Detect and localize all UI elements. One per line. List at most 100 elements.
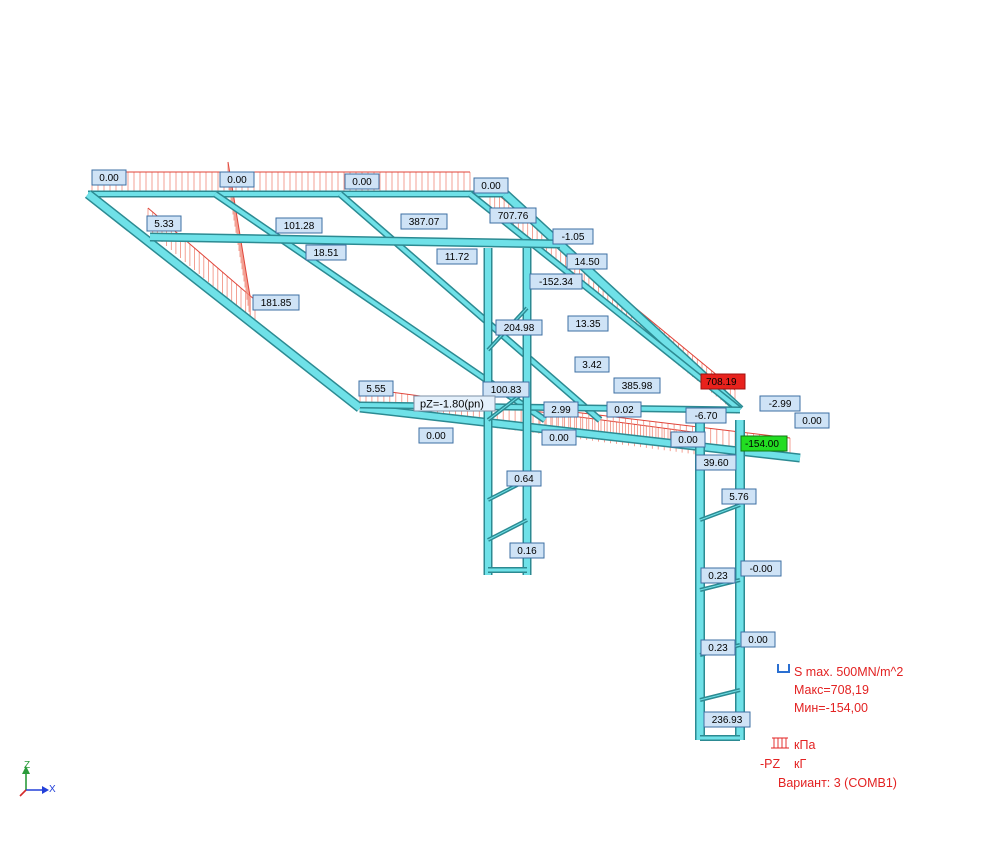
stress-value-text: 204.98	[504, 323, 535, 334]
stress-value-label: 181.85	[252, 294, 300, 311]
stress-value-label: 13.35	[567, 315, 609, 332]
frame-member-core	[149, 234, 561, 247]
legend-scale: S max. 500MN/m^2	[794, 665, 904, 679]
stress-value-label: 0.00	[418, 427, 454, 444]
legend-variant: Вариант: 3 (COMB1)	[778, 776, 897, 790]
stress-value-text: 39.60	[703, 458, 728, 469]
stress-value-label: 707.76	[489, 207, 537, 224]
stress-value-text: 385.98	[622, 381, 653, 392]
stress-value-label: 0.16	[509, 542, 545, 559]
legend-min: Мин=-154,00	[794, 701, 868, 715]
stress-value-text: 0.23	[708, 571, 728, 582]
legend-max: Макс=708,19	[794, 683, 869, 697]
stress-value-label: 14.50	[566, 253, 608, 270]
stress-value-label: 236.93	[703, 711, 751, 728]
frame-member-core	[468, 192, 742, 412]
frame-member-core	[699, 504, 741, 521]
min-stress-marker: -154.00	[740, 435, 788, 452]
legend-stress-icon	[777, 664, 790, 673]
stress-value-text: 387.07	[409, 217, 440, 228]
axis-z-label: Z	[24, 760, 30, 771]
stress-value-label: 5.33	[146, 215, 182, 232]
stress-value-label: 0.00	[91, 169, 127, 186]
stress-value-text: 0.00	[227, 175, 247, 186]
stress-value-text: 18.51	[313, 248, 338, 259]
stress-value-label: 0.00	[219, 171, 255, 188]
stress-value-label: 0.23	[700, 639, 736, 656]
stress-value-text: 5.76	[729, 492, 749, 503]
load-value-text: pZ=-1.80(pn)	[420, 399, 484, 411]
coordinate-axes-icon: Z X	[19, 760, 56, 797]
frame-member-core	[487, 519, 528, 541]
load-envelope	[539, 407, 791, 439]
axis-x-label: X	[49, 784, 56, 795]
frame-member-core	[85, 191, 363, 411]
stress-value-label: -6.70	[685, 407, 727, 424]
stress-value-label: -1.05	[552, 228, 594, 245]
stress-value-text: 14.50	[574, 257, 599, 268]
stress-value-label: 0.00	[541, 429, 577, 446]
stress-value-label: -152.34	[529, 273, 583, 290]
stress-value-text: -152.34	[539, 277, 573, 288]
stress-value-text: 0.00	[481, 181, 501, 192]
stress-value-text: 0.64	[514, 474, 534, 485]
stress-value-text: 2.99	[551, 405, 571, 416]
stress-value-label: 204.98	[495, 319, 543, 336]
stress-value-label: 5.55	[358, 380, 394, 397]
stress-value-label: 0.64	[506, 470, 542, 487]
stress-value-labels: 0.00 0.00 0.00 0.00 5.33 101.28 387.07 707.76 18…	[91, 169, 830, 728]
stress-value-label: 0.00	[473, 177, 509, 194]
stress-value-text: -6.70	[695, 411, 718, 422]
frame-members	[84, 190, 801, 741]
stress-value-label: 11.72	[436, 248, 478, 265]
frame-member-core	[338, 192, 602, 422]
stress-value-label: -0.00	[740, 560, 782, 577]
stress-value-text: 0.00	[748, 635, 768, 646]
legend-pressure-icon	[771, 737, 789, 749]
stress-value-text: 236.93	[712, 715, 743, 726]
stress-value-label: 385.98	[613, 377, 661, 394]
stress-value-text: 5.55	[366, 384, 386, 395]
max-marker-value: 708.19	[706, 377, 737, 388]
stress-value-label: 3.42	[574, 356, 610, 373]
stress-value-text: 0.02	[614, 405, 634, 416]
stress-value-text: 0.00	[426, 431, 446, 442]
stress-value-text: 3.42	[582, 360, 602, 371]
stress-value-text: -2.99	[769, 399, 792, 410]
load-value-callout: pZ=-1.80(pn)	[413, 395, 496, 412]
stress-value-label: -2.99	[759, 395, 801, 412]
stress-value-text: 100.83	[491, 385, 522, 396]
stress-value-text: -1.05	[562, 232, 585, 243]
legend-pz-label: -PZ	[760, 757, 781, 771]
stress-value-text: 707.76	[498, 211, 529, 222]
stress-value-label: 0.00	[670, 431, 706, 448]
stress-value-text: 0.00	[352, 177, 372, 188]
stress-value-text: 5.33	[154, 219, 174, 230]
stress-value-text: 101.28	[284, 221, 315, 232]
stress-value-label: 2.99	[543, 401, 579, 418]
frame-member-core	[359, 405, 801, 461]
min-marker-value: -154.00	[745, 439, 779, 450]
stress-value-label: 18.51	[305, 244, 347, 261]
stress-value-text: 13.35	[575, 319, 600, 330]
stress-value-text: 0.00	[802, 416, 822, 427]
stress-value-label: 5.76	[721, 488, 757, 505]
stress-value-label: 0.00	[794, 412, 830, 429]
frame-member-core	[699, 689, 741, 701]
stress-value-label: 0.02	[606, 401, 642, 418]
stress-value-text: 0.16	[517, 546, 537, 557]
stress-value-text: 0.00	[549, 433, 569, 444]
stress-value-label: 0.00	[344, 173, 380, 190]
stress-value-label: 39.60	[695, 454, 737, 471]
stress-value-text: 181.85	[261, 298, 292, 309]
legend-pressure-unit: кПа	[794, 738, 816, 752]
max-stress-marker: 708.19	[700, 373, 746, 390]
stress-value-text: 0.00	[678, 435, 698, 446]
stress-value-label: 0.23	[700, 567, 736, 584]
stress-value-label: 387.07	[400, 213, 448, 230]
stress-value-label: 100.83	[482, 381, 530, 398]
stress-value-text: 0.00	[99, 173, 119, 184]
stress-value-text: 11.72	[445, 252, 470, 263]
stress-value-text: -0.00	[750, 564, 773, 575]
